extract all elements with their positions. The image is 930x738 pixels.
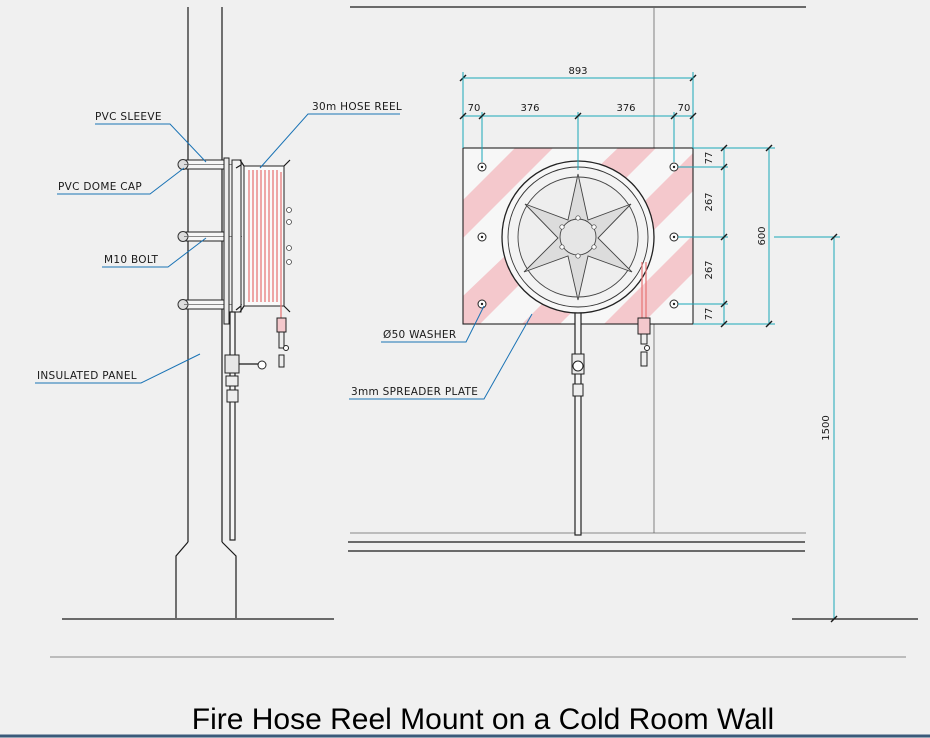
- callout-pvc-dome-cap: PVC DOME CAP: [57, 167, 185, 195]
- dim-overall-width: 893: [568, 66, 587, 77]
- supply-pipe-front: [571, 312, 585, 536]
- washer-top-right: [669, 162, 679, 172]
- label-pvc-sleeve: PVC SLEEVE: [95, 111, 162, 123]
- pvc-sleeve-middle: [177, 231, 242, 242]
- hose-coil: [248, 170, 282, 302]
- label-insulated-panel: INSULATED PANEL: [37, 370, 137, 382]
- dim-edge-left: 70: [468, 103, 481, 114]
- label-spreader-plate: 3mm SPREADER PLATE: [351, 386, 478, 398]
- pvc-sleeve-bottom: [177, 299, 242, 310]
- front-view: [348, 6, 918, 620]
- washer-bottom-left: [477, 299, 487, 309]
- callout-m10-bolt: M10 BOLT: [102, 237, 207, 268]
- callout-hose-reel: 30m HOSE REEL: [259, 101, 402, 169]
- callout-pvc-sleeve: PVC SLEEVE: [95, 111, 207, 163]
- dim-edge-right: 70: [678, 103, 691, 114]
- dim-edge-top: 77: [704, 152, 715, 165]
- drawing-title: Fire Hose Reel Mount on a Cold Room Wall: [192, 703, 774, 736]
- dim-upper-spacing: 267: [704, 192, 715, 211]
- dim-half-left: 376: [520, 103, 539, 114]
- dim-lower-spacing: 267: [704, 260, 715, 279]
- label-m10-bolt: M10 BOLT: [104, 254, 159, 266]
- hose-reel-front: [501, 160, 655, 367]
- dim-half-right: 376: [616, 103, 635, 114]
- insulated-panel: [62, 7, 334, 620]
- callout-spreader-plate: 3mm SPREADER PLATE: [349, 313, 533, 400]
- washer-middle-left: [477, 232, 487, 242]
- supply-pipe-side: [224, 311, 267, 541]
- dim-edge-bottom: 77: [704, 308, 715, 321]
- dim-mount-height: 1500: [821, 415, 832, 440]
- label-washer: Ø50 WASHER: [383, 329, 456, 341]
- dimension-horizontal: 893 70 376 376 70: [459, 66, 697, 170]
- callout-washer: Ø50 WASHER: [381, 305, 485, 343]
- label-pvc-dome-cap: PVC DOME CAP: [58, 181, 142, 193]
- washer-middle-right: [669, 232, 679, 242]
- dim-plate-height: 600: [757, 226, 768, 245]
- spreader-plate-side: [223, 157, 230, 325]
- label-hose-reel: 30m HOSE REEL: [312, 101, 402, 113]
- washer-top-left: [477, 162, 487, 172]
- side-view: [62, 7, 334, 620]
- dimension-vertical: 77 267 267 77 600 1500: [678, 144, 840, 623]
- callout-insulated-panel: INSULATED PANEL: [35, 353, 201, 384]
- hose-reel-side: [231, 159, 292, 368]
- washer-bottom-right: [669, 299, 679, 309]
